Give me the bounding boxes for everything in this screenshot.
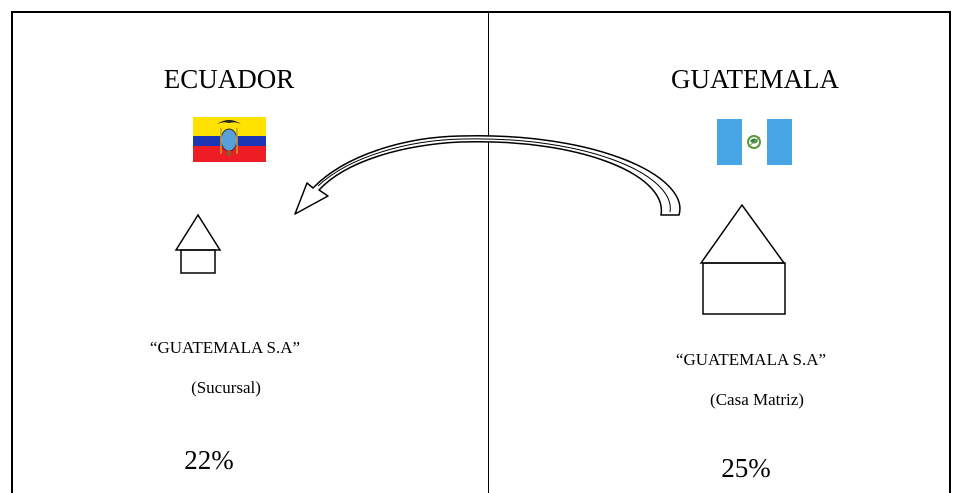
left-company-name: “GUATEMALA S.A” — [149, 338, 301, 357]
guatemala-flag-icon — [717, 119, 792, 165]
center-divider — [488, 11, 489, 493]
left-country-title: ECUADOR — [163, 64, 295, 94]
right-company-name: “GUATEMALA S.A” — [675, 350, 827, 369]
small-house-icon — [174, 213, 222, 274]
curved-arrow-icon — [294, 135, 681, 216]
right-percent: 25% — [721, 453, 771, 483]
guatemala-coat-of-arms-icon — [747, 135, 761, 149]
left-percent: 22% — [184, 445, 234, 475]
right-country-title: GUATEMALA — [671, 64, 839, 94]
left-company-role: (Sucursal) — [191, 378, 261, 397]
large-house-icon — [699, 203, 786, 315]
right-company-role: (Casa Matriz) — [710, 390, 804, 409]
ecuador-flag-icon — [193, 117, 266, 162]
diagram-frame — [11, 11, 951, 493]
ecuador-coat-of-arms-icon — [217, 120, 241, 156]
